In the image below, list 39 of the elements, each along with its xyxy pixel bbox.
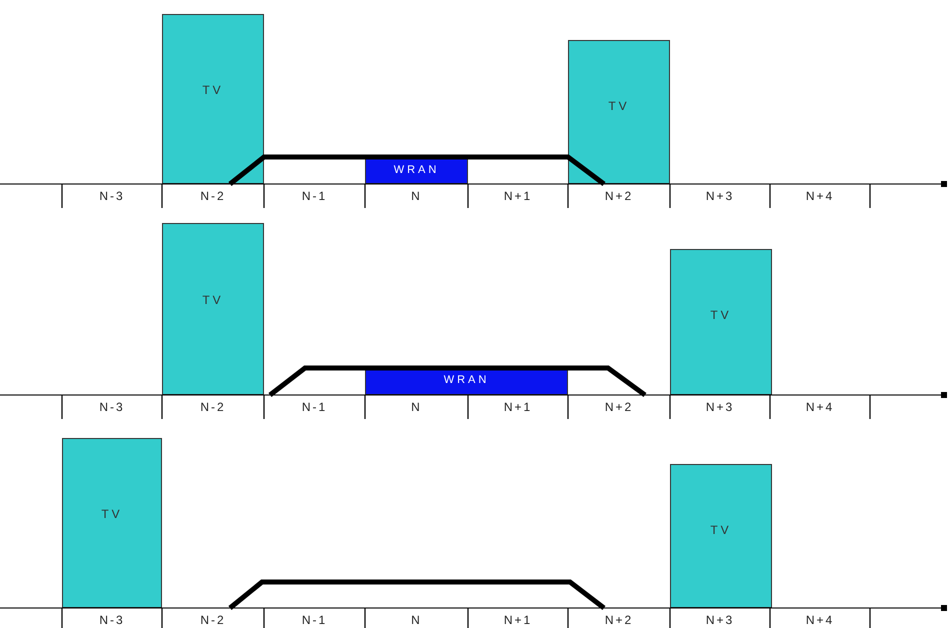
channel-number: N+3 [704, 189, 736, 203]
channel-label: TV [201, 83, 225, 97]
channel-number: N+2 [604, 613, 634, 627]
channel-label: WRAN [442, 374, 490, 386]
channel-number: N+3 [704, 613, 736, 627]
channel-number: N-3 [98, 613, 126, 627]
channel-label: TV [100, 507, 124, 521]
channel-number: N+2 [604, 189, 634, 203]
wran-channel-block [365, 158, 468, 184]
tv-channel-block [62, 438, 162, 608]
channel-number: N-2 [199, 613, 227, 627]
channel-number: N [410, 189, 423, 203]
tv-channel-block [162, 223, 264, 395]
channel-number: N+4 [804, 189, 836, 203]
channel-number: N-1 [300, 189, 328, 203]
channel-number: N-2 [199, 189, 227, 203]
tv-channel-block [568, 40, 670, 184]
channel-number: N+1 [502, 400, 534, 414]
channel-label: TV [607, 99, 631, 113]
tv-channel-block [670, 464, 772, 608]
channel-label: TV [709, 308, 733, 322]
channel-number: N-1 [300, 613, 328, 627]
channel-number: N+4 [804, 613, 836, 627]
channel-number: N+1 [502, 189, 534, 203]
tv-channel-block [670, 249, 772, 395]
tv-channel-block [162, 14, 264, 184]
channel-number: N-3 [98, 400, 126, 414]
channel-number: N-2 [199, 400, 227, 414]
channel-number: N+4 [804, 400, 836, 414]
channel-label: TV [709, 523, 733, 537]
channel-label: TV [201, 293, 225, 307]
channel-number: N+2 [604, 400, 634, 414]
channel-number: N-1 [300, 400, 328, 414]
channel-number: N+3 [704, 400, 736, 414]
channel-number: N [410, 613, 423, 627]
channel-number: N-3 [98, 189, 126, 203]
channel-number: N+1 [502, 613, 534, 627]
channel-number: N [410, 400, 423, 414]
channel-label: WRAN [392, 164, 440, 176]
